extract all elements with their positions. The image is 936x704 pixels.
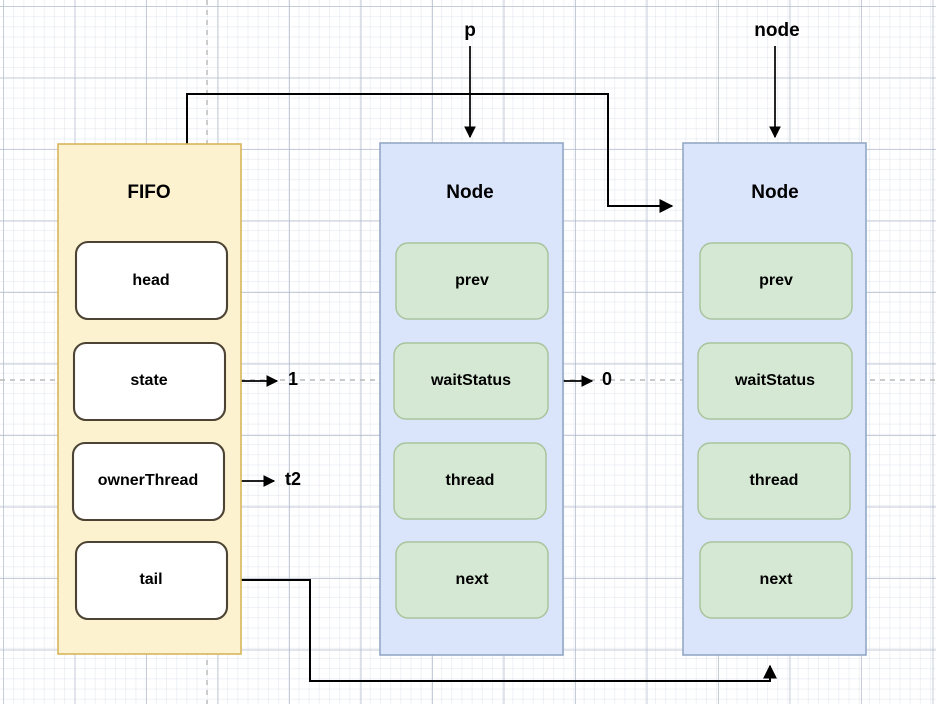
fifo-field-head-box[interactable] xyxy=(74,240,229,321)
node-right-field-waitstatus-box[interactable] xyxy=(697,342,853,420)
fifo-field-state-box[interactable] xyxy=(72,341,227,422)
node-middle-field-next-box[interactable] xyxy=(395,541,549,619)
pointer-label-p: p xyxy=(464,20,476,41)
value-waitstatus: 0 xyxy=(602,369,612,389)
node-middle-field-next-label: next xyxy=(456,571,490,588)
fifo-field-state-label: state xyxy=(130,372,167,389)
node-right-field-next-box[interactable] xyxy=(699,541,853,619)
node-middle-field-thread-label: thread xyxy=(446,472,495,489)
node-right-field-next-label: next xyxy=(760,571,794,588)
node-right-field-prev-label: prev xyxy=(759,272,793,289)
node-middle-field-prev-box[interactable] xyxy=(395,242,549,320)
node-right-field-prev-box[interactable] xyxy=(699,242,853,320)
value-state: 1 xyxy=(288,369,298,389)
node-middle-field-waitstatus-label: waitStatus xyxy=(430,372,511,389)
fifo-field-tail-box[interactable] xyxy=(74,540,229,621)
node-middle-field-prev-label: prev xyxy=(455,272,489,289)
node-right-field-thread-box[interactable] xyxy=(697,442,851,520)
node-middle-field-thread-box[interactable] xyxy=(393,442,547,520)
fifo-field-tail-label: tail xyxy=(139,571,162,588)
node-right-field-waitstatus-label: waitStatus xyxy=(734,372,815,389)
connector-tail-to-node-right xyxy=(227,579,777,682)
value-ownerthread: t2 xyxy=(285,469,301,489)
pointer-label-node: node xyxy=(754,20,799,41)
fifo-field-ownerthread-box[interactable] xyxy=(71,441,226,522)
fifo-field-head-label: head xyxy=(132,272,169,289)
node-right-field-thread-label: thread xyxy=(750,472,799,489)
fifo-title: FIFO xyxy=(127,182,170,203)
node-right-title: Node xyxy=(751,182,799,203)
node-middle-field-waitstatus-box[interactable] xyxy=(393,342,549,420)
fifo-field-ownerthread-label: ownerThread xyxy=(98,472,198,489)
node-middle-title: Node xyxy=(446,182,494,203)
